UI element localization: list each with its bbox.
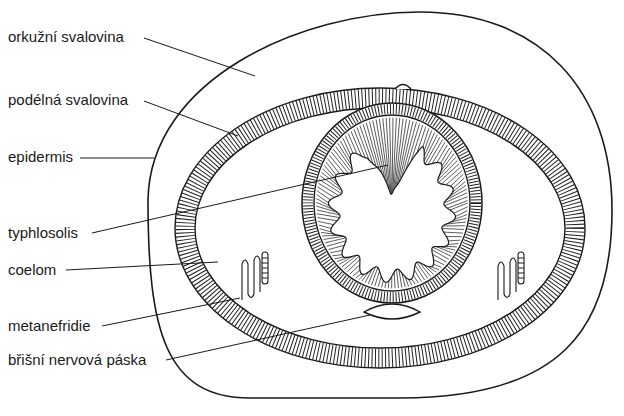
mucosa-fold: [409, 279, 412, 285]
mucosa-fold: [390, 118, 392, 194]
part-label: břišní nervová páska: [6, 351, 148, 369]
mucosa-fold: [318, 187, 335, 197]
mucosa-fold: [424, 135, 437, 161]
part-label: epidermis: [6, 148, 75, 166]
mucosa-fold: [378, 276, 381, 287]
dorsal-vessel: [395, 85, 411, 90]
mucosa-fold: [331, 152, 348, 173]
mucosa-fold: [446, 236, 461, 237]
mucosa-fold: [443, 225, 465, 226]
part-label: typhlosolis: [6, 224, 80, 242]
mucosa-fold: [448, 243, 458, 245]
mucosa-fold: [348, 133, 357, 153]
gut-inner-wall: [314, 115, 470, 291]
mucosa-fold: [441, 167, 460, 184]
mucosa-fold: [329, 155, 344, 173]
leader-lines: [66, 38, 388, 360]
mucosa-fold: [324, 236, 344, 239]
mucosa-fold: [385, 282, 386, 288]
mucosa-fold: [335, 257, 344, 259]
nephridium-right: [498, 252, 524, 300]
muscle-outer-edge: [175, 88, 585, 368]
mucosa-fold: [345, 136, 353, 153]
mucosa-fold: [320, 229, 331, 232]
mucosa-fold: [350, 265, 360, 274]
mucosa-fold: [454, 207, 468, 213]
part-label: podélná svalovina: [6, 91, 130, 109]
mucosa-fold: [394, 272, 396, 288]
mucosa-fold: [317, 195, 329, 203]
mucosa-fold: [428, 140, 443, 165]
mucosa-fold: [317, 191, 330, 200]
mucosa-fold: [432, 254, 446, 262]
mucosa-fold: [330, 250, 342, 252]
mucosa-fold: [329, 245, 345, 249]
gut-mucosa: [316, 118, 467, 289]
mucosa-fold: [448, 240, 460, 242]
longitudinal-muscle-hatch: [185, 98, 575, 358]
mucosa-fold: [432, 250, 449, 260]
gut-outer-wall: [302, 103, 482, 303]
body-outline: [148, 12, 612, 398]
mucosa-fold: [444, 232, 463, 234]
mucosa-fold: [323, 169, 337, 183]
mucosa-fold: [411, 279, 415, 284]
muscle-inner-edge: [195, 108, 565, 348]
mucosa-fold: [382, 281, 384, 288]
part-label: metanefridie: [6, 317, 93, 335]
nephridium-left: [242, 252, 268, 300]
mucosa-fold: [356, 274, 362, 278]
mucosa-fold: [434, 260, 445, 265]
mucosa-fold: [353, 270, 360, 276]
gut-wall-hatch: [308, 109, 476, 297]
mucosa-fold: [413, 275, 418, 283]
mucosa-fold: [319, 225, 331, 228]
part-label: coelom: [6, 261, 58, 279]
mucosa-fold: [455, 211, 467, 217]
mucosa-fold: [317, 218, 337, 221]
mucosa-fold: [343, 138, 351, 155]
mucosa-fold: [424, 132, 434, 156]
mucosa-fold: [333, 255, 343, 256]
mucosa-fold: [433, 264, 441, 267]
gut-lumen: [328, 146, 455, 282]
mucosa-fold: [414, 270, 421, 282]
mucosa-fold: [318, 221, 333, 224]
mucosa-fold: [425, 137, 440, 164]
mucosa-fold: [338, 143, 351, 164]
mucosa-fold: [326, 162, 336, 175]
mucosa-fold: [415, 265, 424, 280]
mucosa-fold: [396, 269, 398, 288]
mucosa-fold: [423, 128, 429, 146]
nerve-cord: [364, 304, 420, 319]
mucosa-fold: [441, 154, 454, 171]
mucosa-fold: [442, 228, 464, 230]
mucosa-fold: [372, 268, 378, 286]
part-label: orkužní svalovina: [6, 28, 126, 46]
mucosa-fold: [447, 201, 467, 209]
